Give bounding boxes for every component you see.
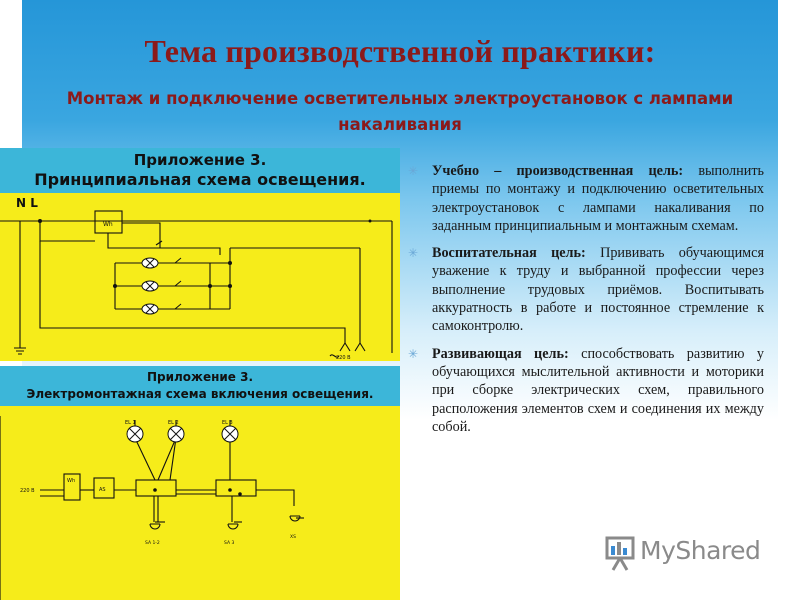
el2-label: EL 2 (168, 420, 179, 426)
goal-label: Развивающая цель: (432, 345, 569, 362)
supply-label: 220 В (20, 488, 35, 494)
schematic-diagram: N L Wh 220 В (0, 196, 393, 361)
goal-text: Прививать обучающимся уважение к труду и… (432, 245, 764, 335)
goal-upbringing: ✳ Воспитательная цель: Прививать обучающ… (408, 244, 764, 335)
goal-text: выполнить приемы по монтажу и подключени… (432, 163, 764, 234)
meter-label: Wh (103, 221, 113, 228)
bullet-icon: ✳ (408, 164, 419, 178)
bullet-icon: ✳ (408, 246, 419, 261)
supply-label: 220 В (336, 355, 351, 361)
goal-label: Воспитательная цель: (432, 245, 586, 262)
presentation-board-icon (605, 536, 635, 571)
bullet-icon: ✳ (408, 346, 419, 361)
wiring-header-line1: Приложение 3. (146, 370, 254, 384)
schematic-header-line2: Принципиальная схема освещения. (34, 170, 366, 189)
wiring-diagram: EL 1 EL 2 EL 3 Wh AS 220 В SA 1-2 SA 3 X… (0, 416, 304, 600)
goal-label: Учебно – производственная цель: (432, 163, 684, 179)
watermark-logo: MyShared (604, 532, 774, 576)
sa12-label: SA 1-2 (145, 540, 160, 546)
wiring-header-line2: Электромонтажная схема включения освещен… (26, 387, 374, 401)
slide-subtitle: Монтаж и подключение осветительных элект… (66, 89, 734, 134)
schematic-header: Приложение 3. Принципиальная схема освещ… (0, 148, 400, 193)
slide-title: Тема производственной практики: (144, 33, 656, 69)
watermark-text: MyShared (640, 536, 761, 565)
goal-developmental: ✳ Развивающая цель: способствовать разви… (408, 345, 764, 436)
meter-label: Wh (67, 478, 75, 484)
wiring-header: Приложение 3. Электромонтажная схема вкл… (0, 366, 400, 406)
goal-text: способствовать развитию у обучающихся мы… (432, 345, 764, 435)
nl-label: N L (16, 196, 38, 210)
breaker-label: AS (99, 487, 106, 493)
schematic-header-line1: Приложение 3. (133, 151, 267, 169)
sa3-label: SA 3 (224, 540, 234, 546)
el3-label: EL 3 (222, 420, 233, 426)
el1-label: EL 1 (125, 420, 136, 426)
xs-label: XS (290, 534, 296, 540)
goal-educational: ✳ Учебно – производственная цель: выполн… (408, 162, 764, 235)
goals-list: ✳ Учебно – производственная цель: выполн… (408, 162, 764, 445)
